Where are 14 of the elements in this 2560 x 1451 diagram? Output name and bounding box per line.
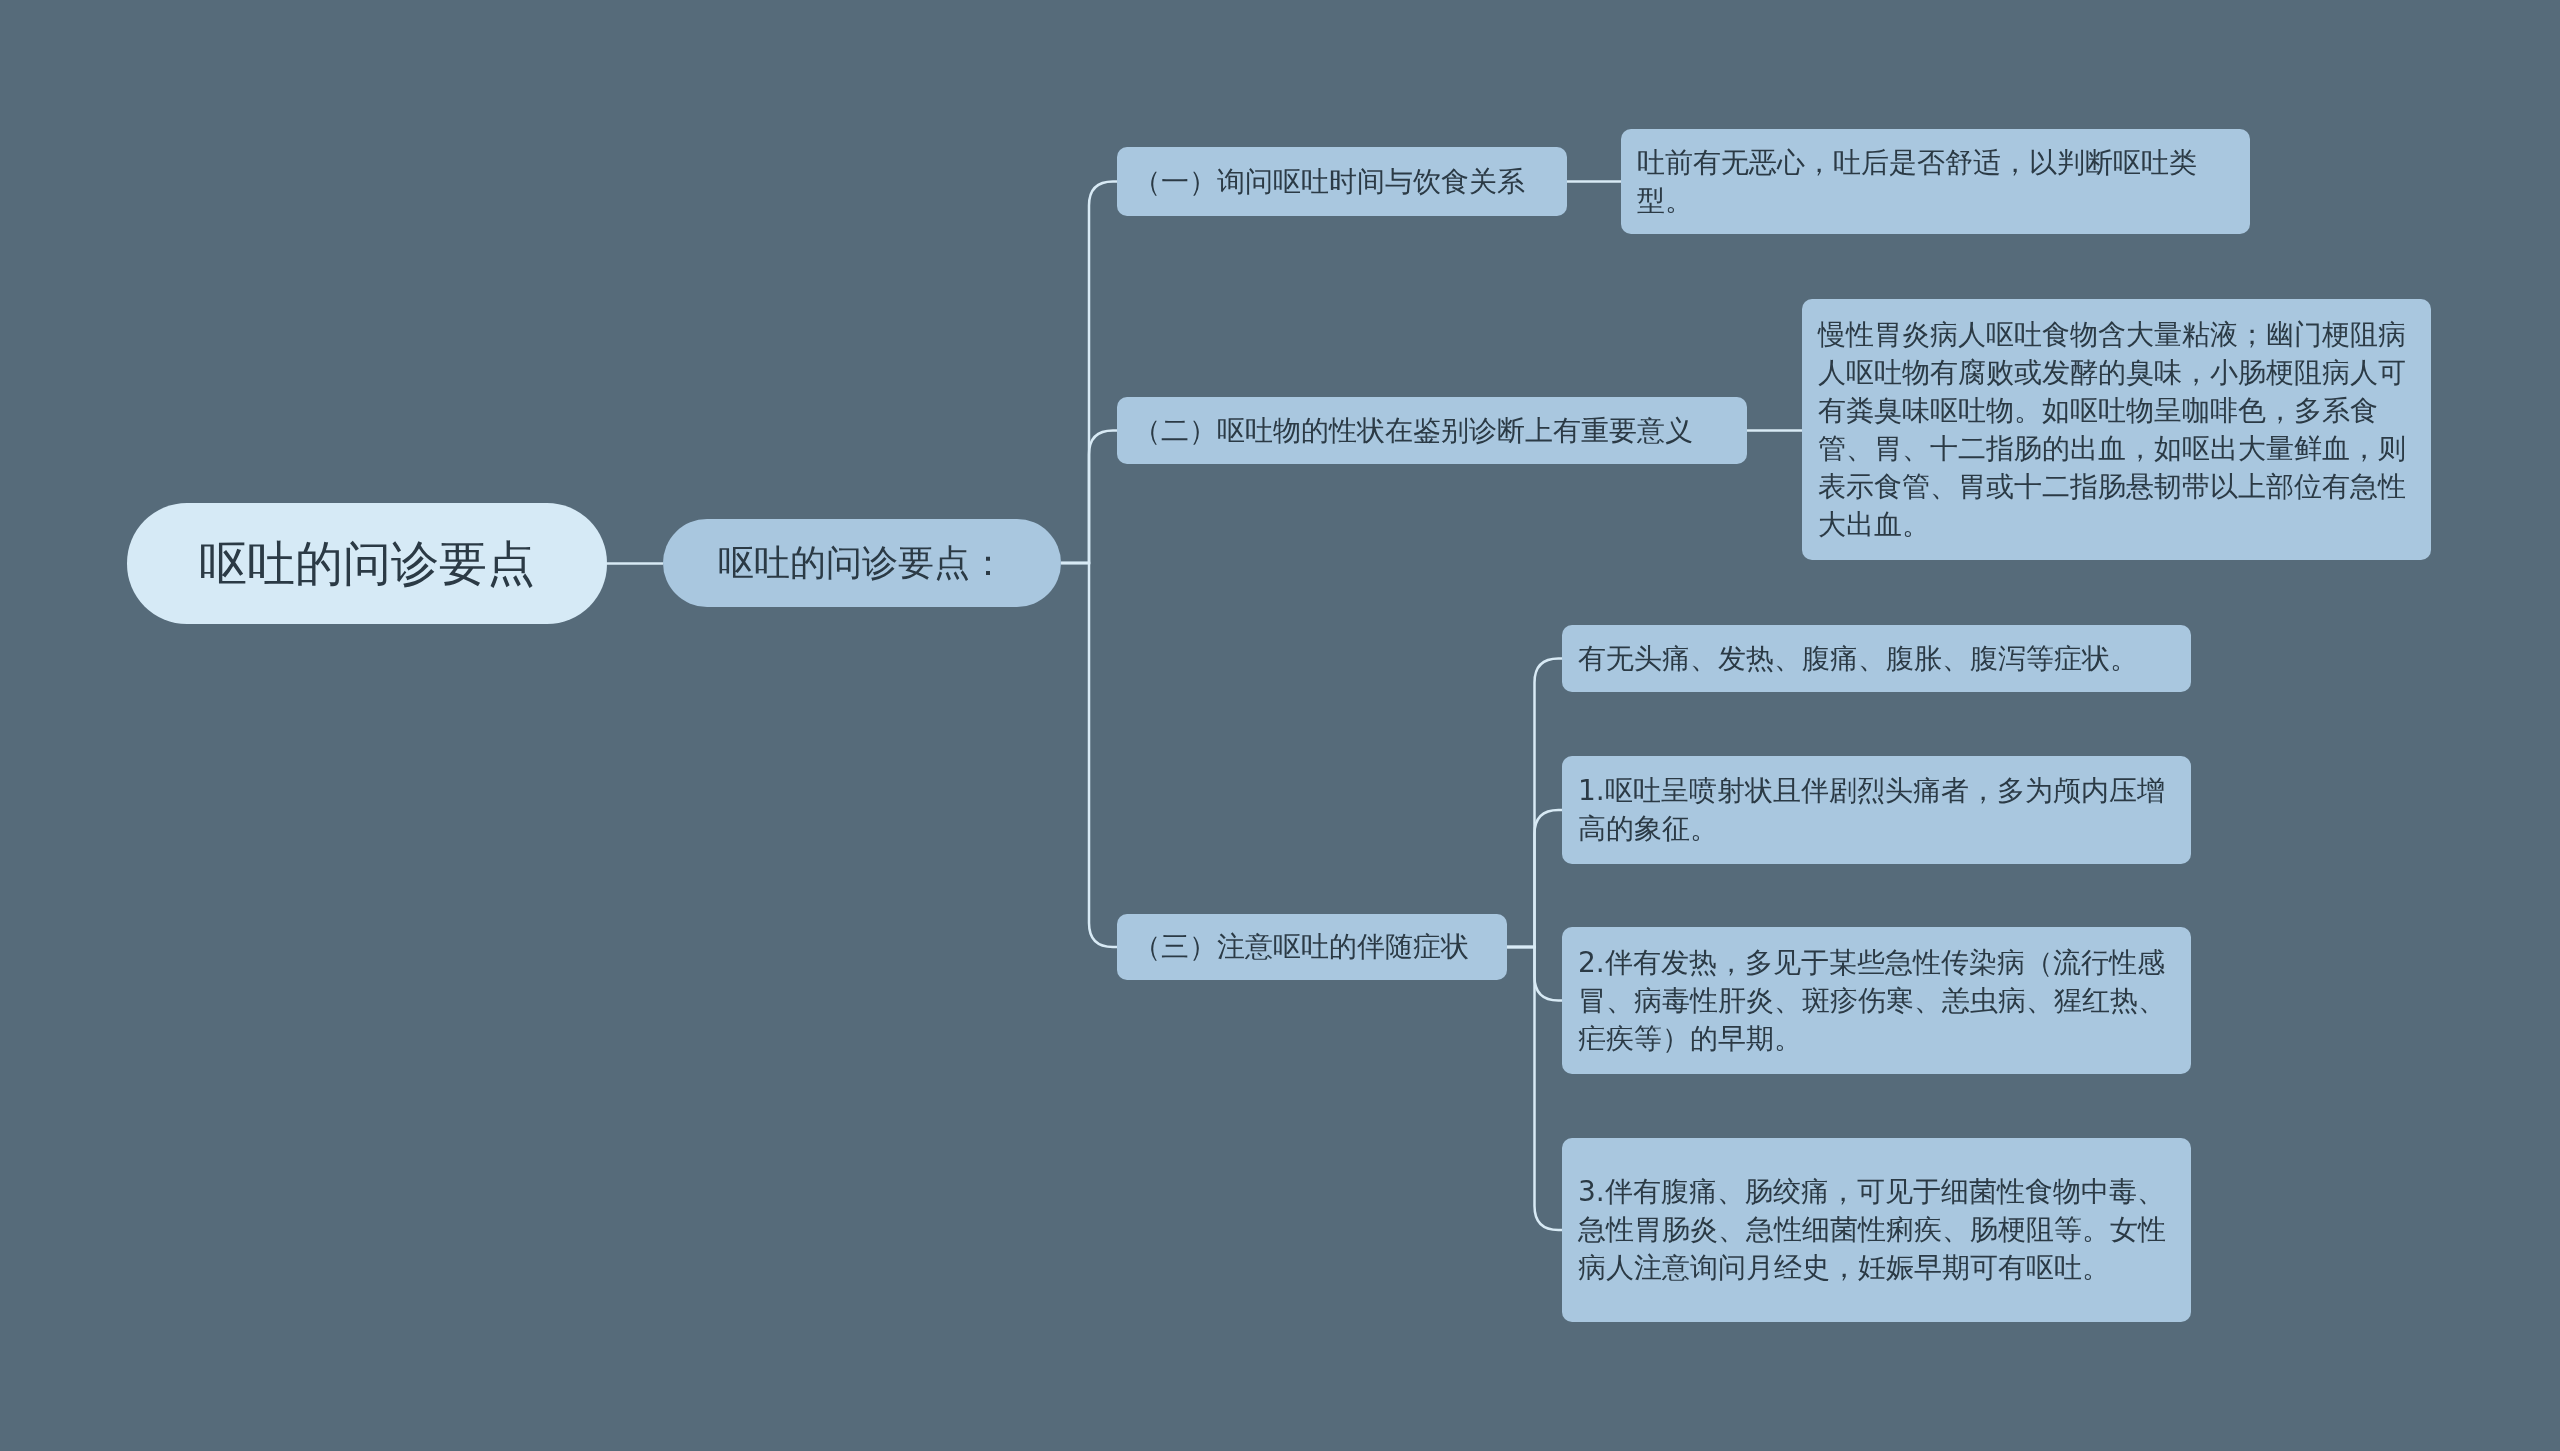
connector-line — [607, 562, 663, 565]
topic-box: （三）注意呕吐的伴随症状 — [1117, 914, 1507, 980]
topic-box: （一）询问呕吐时间与饮食关系 — [1117, 147, 1567, 216]
topic-box: 呕吐的问诊要点： — [663, 519, 1061, 607]
topic-box: 有无头痛、发热、腹痛、腹胀、腹泻等症状。 — [1562, 625, 2191, 692]
central-topic: 呕吐的问诊要点 — [127, 503, 607, 624]
topic-box: 2.伴有发热，多见于某些急性传染病（流行性感冒、病毒性肝炎、斑疹伤寒、恙虫病、猩红热、疟疾等）的早期。 — [1562, 927, 2191, 1074]
topic-box: 3.伴有腹痛、肠绞痛，可见于细菌性食物中毒、急性胃肠炎、急性细菌性痢疾、肠梗阻等。女性病人注意询问月经史，妊娠早期可有呕吐。 — [1562, 1138, 2191, 1322]
topic-box: 吐前有无恶心，吐后是否舒适，以判断呕吐类型。 — [1621, 129, 2250, 234]
topic-box: 1.呕吐呈喷射状且伴剧烈头痛者，多为颅内压增高的象征。 — [1562, 756, 2191, 864]
connector-line — [1747, 429, 1802, 432]
topic-box: 慢性胃炎病人呕吐食物含大量粘液；幽门梗阻病人呕吐物有腐败或发酵的臭味，小肠梗阻病人可有粪臭味呕吐物。如呕吐物呈咖啡色，多系食管、胃、十二指肠的出血，如呕出大量鲜血，则表示食管、胃或十二指肠悬韧带以上部位有急性大出血。 — [1802, 299, 2431, 560]
connector-line — [1567, 180, 1621, 183]
topic-box: （二）呕吐物的性状在鉴别诊断上有重要意义 — [1117, 397, 1747, 464]
